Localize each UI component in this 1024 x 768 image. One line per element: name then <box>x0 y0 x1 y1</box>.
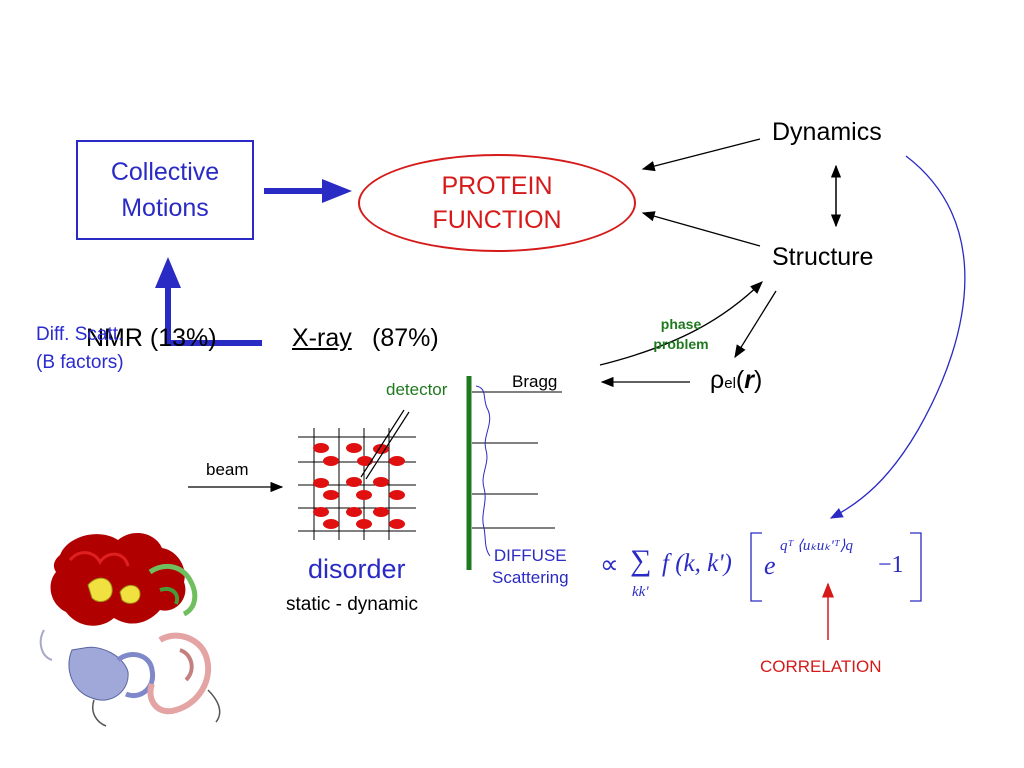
phase-problem-label: phase problem <box>642 314 720 354</box>
rho-subscript: el <box>724 375 736 392</box>
b-factors-label: (B factors) <box>36 352 124 373</box>
exponential-base: e <box>764 551 776 580</box>
methods-to-collective-arrow <box>155 257 262 346</box>
diffuse-scattering-label: DIFFUSE Scattering <box>492 545 569 589</box>
collective-motions-label-line2: Motions <box>121 194 209 222</box>
disorder-atoms <box>313 443 405 529</box>
diffuse-line2: Scattering <box>492 568 569 587</box>
electron-density-label: ρel(r) <box>710 366 763 394</box>
f-term: f (k, k') <box>662 550 732 577</box>
phase-problem-line1: phase <box>660 316 702 332</box>
beam-label: beam <box>206 460 249 479</box>
collective-to-function-arrow <box>264 179 352 203</box>
diffuse-line1: DIFFUSE <box>493 546 567 565</box>
dynamics-to-formula-arrow <box>829 155 966 519</box>
exponent-term: qᵀ ⟨uₖuₖ'ᵀ⟩q <box>780 538 854 554</box>
structure-label: Structure <box>772 243 874 271</box>
nmr-label: NMR (13%) <box>86 324 217 352</box>
xray-percent-label: (87%) <box>372 324 439 352</box>
dynamics-to-function-arrow <box>641 138 761 172</box>
structure-to-rho-arrow <box>734 290 777 359</box>
protein-structure-image <box>39 533 221 727</box>
protein-function-label-line1: PROTEIN <box>441 172 553 200</box>
phase-problem-arrow <box>599 281 763 366</box>
sum-subscript: kk' <box>632 584 649 600</box>
protein-function-ellipse: PROTEIN FUNCTION <box>358 154 636 252</box>
collective-motions-label-line1: Collective <box>110 158 220 186</box>
bragg-peaks <box>472 391 562 529</box>
protein-function-label-line2: FUNCTION <box>432 206 562 234</box>
detector-pointer <box>360 409 410 480</box>
collective-motions-box: Collective Motions <box>76 140 254 240</box>
correlation-label: CORRELATION <box>760 657 882 676</box>
rho-symbol: ρ <box>710 366 725 394</box>
disorder-label: disorder <box>308 554 406 584</box>
phase-problem-line2: problem <box>653 336 709 352</box>
sum-symbol: ∑ <box>630 544 652 577</box>
proportional-symbol: ∝ <box>600 550 619 579</box>
xray-label: X-ray <box>292 324 352 352</box>
dynamics-label: Dynamics <box>772 118 882 146</box>
structure-to-function-arrow <box>641 211 761 247</box>
formula-brackets <box>750 532 922 602</box>
detector-label: detector <box>386 380 448 399</box>
diff-scatt-label: Diff. Scatt. <box>36 324 124 345</box>
diffuse-scattering-trace <box>475 385 491 557</box>
bragg-label: Bragg <box>512 372 558 391</box>
static-dynamic-label: static - dynamic <box>286 594 418 615</box>
rho-argument: r <box>744 366 754 394</box>
minus-one-term: −1 <box>878 552 904 578</box>
